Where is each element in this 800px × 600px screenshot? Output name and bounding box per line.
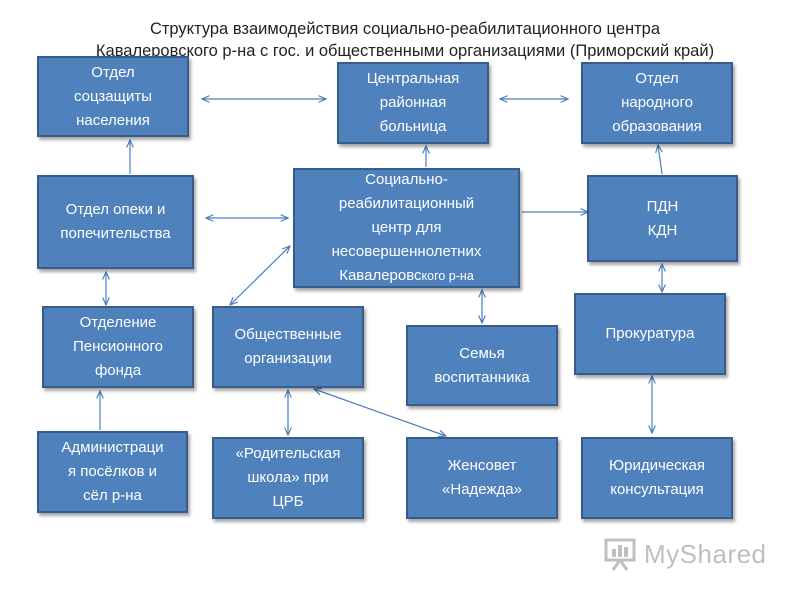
- node-label-line: Пенсионного: [72, 338, 164, 355]
- title-line-2: Кавалеровского р-на с гос. и общественны…: [95, 42, 715, 60]
- node-label-line: Юридическая: [608, 457, 706, 474]
- node-label-line: районная: [379, 94, 447, 111]
- node-label-line: «Родительская: [235, 445, 341, 462]
- arrow-center-public-orgs: [230, 246, 290, 305]
- title-line-1: Структура взаимодействия социально-реаби…: [149, 20, 661, 38]
- watermark-logo: MyShared: [604, 536, 767, 572]
- node-label-line: ПДН: [646, 197, 679, 215]
- node-prosecutor-office: Прокуратура: [574, 293, 726, 375]
- node-label-line: Женсовет: [447, 457, 517, 474]
- node-label-line: Отдел опеки и: [65, 201, 166, 218]
- node-label-line: Социально-: [365, 171, 448, 188]
- node-public-organizations: Общественные организации: [212, 306, 364, 388]
- node-label-line: больница: [379, 118, 447, 135]
- diagram-title: Структура взаимодействия социально-реаби…: [40, 18, 770, 62]
- node-label-line: соцзащиты: [73, 87, 153, 105]
- node-pdn-kdn: ПДН КДН: [587, 175, 738, 262]
- arrow-pdn-education: [658, 145, 662, 175]
- node-label-line: образования: [612, 118, 702, 135]
- node-education-dept: Отдел народного образования: [581, 62, 733, 144]
- node-label-line: Отдел: [635, 70, 679, 87]
- node-label-line: населения: [76, 111, 150, 129]
- node-label-line: Общественные: [234, 326, 342, 343]
- node-label-line: Прокуратура: [605, 325, 695, 342]
- node-label-line: Администраци: [61, 439, 164, 456]
- node-pupil-family: Семья воспитанника: [406, 325, 558, 406]
- node-label-line: сёл р-на: [83, 487, 142, 504]
- node-label-line: консультация: [610, 481, 704, 498]
- node-label-part: Кавалеровс: [339, 267, 422, 284]
- node-label-line: воспитанника: [434, 368, 530, 386]
- node-label-line: КДН: [647, 221, 678, 239]
- node-label-line: Отделение: [79, 314, 157, 331]
- node-label-line: Кавалеровского р-на: [332, 264, 482, 288]
- node-label-line: реабилитационный: [338, 195, 475, 212]
- node-womens-council: Женсовет «Надежда»: [406, 437, 558, 519]
- node-label-line: Семья: [459, 344, 505, 362]
- node-label-line: я посёлков и: [68, 463, 157, 480]
- node-label-line: школа» при: [247, 469, 329, 486]
- node-social-protection-dept: Отдел соцзащиты населения: [37, 56, 189, 137]
- node-label-part: кого р-на: [421, 269, 474, 283]
- node-label-line: Отдел: [91, 63, 135, 81]
- presentation-icon: [604, 538, 636, 571]
- node-parent-school: «Родительская школа» при ЦРБ: [212, 437, 364, 519]
- node-label-line: центр для: [371, 219, 442, 236]
- node-central-hospital: Центральная районная больница: [337, 62, 489, 144]
- node-label-line: «Надежда»: [442, 481, 522, 498]
- node-label-line: фонда: [94, 362, 142, 379]
- node-pension-fund: Отделение Пенсионного фонда: [42, 306, 194, 388]
- node-label-line: организации: [244, 350, 332, 367]
- watermark-text: MyShared: [644, 538, 767, 569]
- node-legal-consultation: Юридическая консультация: [581, 437, 733, 519]
- arrow-public-orgs-zhensovet: [314, 389, 446, 436]
- node-guardianship-dept: Отдел опеки и попечительства: [37, 175, 194, 269]
- node-rehab-center: Социально- реабилитационный центр для не…: [293, 168, 520, 288]
- node-label-line: ЦРБ: [272, 493, 304, 510]
- node-label-line: несовершеннолетних: [331, 243, 482, 260]
- node-label-line: Центральная: [366, 70, 460, 87]
- node-settlement-administrations: Администраци я посёлков и сёл р-на: [37, 431, 188, 513]
- node-label-line: народного: [621, 94, 693, 111]
- node-label-line: попечительства: [60, 225, 171, 242]
